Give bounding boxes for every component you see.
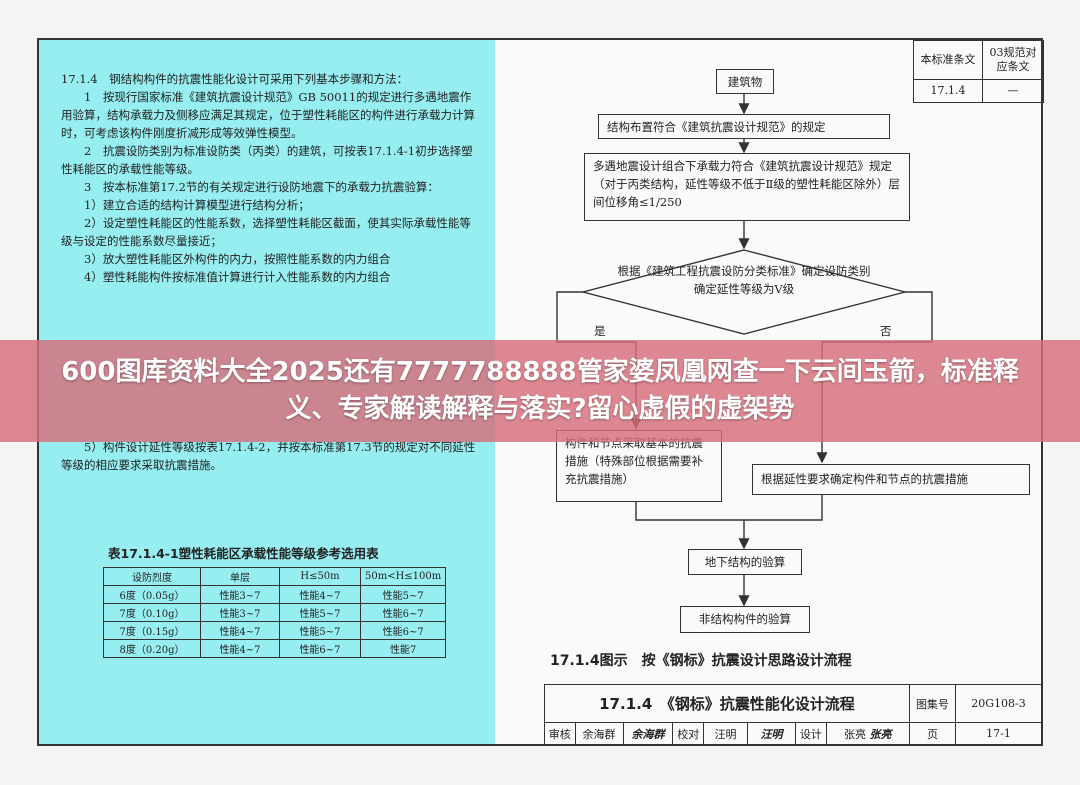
table-row: 8度（0.20g） 性能4~7 性能6~7 性能7 <box>103 639 447 658</box>
designer-name: 张亮 <box>844 727 866 741</box>
decision-text: 根据《建筑工程抗震设防分类标准》确定设防类别确定延性等级为Ⅴ级 <box>617 264 871 296</box>
reviewer-signature: 余海群 <box>622 722 674 745</box>
ref-header-standard: 本标准条文 <box>913 40 983 80</box>
ref-value-old-code: — <box>982 79 1044 103</box>
designer-name-signature: 张亮 张亮 <box>825 722 910 745</box>
flow-box-nonstructural: 非结构构件的验算 <box>680 606 810 633</box>
drawing-title: 17.1.4 《钢标》抗震性能化设计流程 <box>544 684 910 723</box>
clause-heading: 17.1.4 钢结构构件的抗震性能化设计可采用下列基本步骤和方法： <box>61 72 409 86</box>
flow-box-layout: 结构布置符合《建筑抗震设计规范》的规定 <box>598 114 890 139</box>
clause-text: 17.1.4 钢结构构件的抗震性能化设计可采用下列基本步骤和方法： 1 按现行国… <box>61 70 481 286</box>
clause-sub-3: 3）放大塑性耗能区外构件的内力，按照性能系数的内力组合 <box>61 252 391 266</box>
designer-signature: 张亮 <box>869 727 892 741</box>
page-number: 17-1 <box>954 722 1043 745</box>
flow-box-frequent-earthquake: 多遇地震设计组合下承载力符合《建筑抗震设计规范》规定（对于丙类结构，延性等级不低… <box>584 153 910 221</box>
figure-caption: 17.1.4图示 按《钢标》抗震设计思路设计流程 <box>550 653 852 669</box>
arrow-left-underground <box>635 500 750 550</box>
page-label: 页 <box>908 722 956 745</box>
table-row: 7度（0.15g） 性能4~7 性能5~7 性能6~7 <box>103 621 447 640</box>
check-label: 校对 <box>672 722 704 745</box>
table-cell: 性能7 <box>359 639 447 658</box>
clause-sub-1: 1）建立合适的结构计算模型进行结构分析； <box>61 198 310 212</box>
design-label: 设计 <box>795 722 827 745</box>
overlay-banner: 600图库资料大全2025还有7777788888管家婆凤凰网查一下云间玉箭，标… <box>0 340 1080 442</box>
ref-header-old-code: 03规范对应条文 <box>982 40 1044 80</box>
table-cell: 8度（0.20g） <box>103 639 201 658</box>
clause-item-2: 2 抗震设防类别为标准设防类（丙类）的建筑，可按表17.1.4-1初步选择塑性耗… <box>61 144 473 176</box>
decision-diamond <box>580 249 908 335</box>
table-header-row: 设防烈度 单层 H≤50m 50m<H≤100m <box>103 567 447 586</box>
no-label: 否 <box>880 324 892 338</box>
clause-item-1: 1 按现行国家标准《建筑抗震设计规范》GB 50011的规定进行多遇地震作用验算… <box>61 90 475 140</box>
clause-sub-2: 2）设定塑性耗能区的性能系数，选择塑性耗能区截面，使其实际承载性能等级与设定的性… <box>61 216 471 248</box>
review-label: 审核 <box>544 722 576 745</box>
flow-box-basic-measures: 构件和节点采取基本的抗震措施（特殊部位根据需要补充抗震措施） <box>556 430 722 502</box>
checker-name: 汪明 <box>702 722 749 745</box>
table-cell: 性能4~7 <box>200 639 280 658</box>
clause-sub-5: 5）构件设计延性等级按表17.1.4-2，并按本标准第17.3节的规定对不同延性… <box>61 440 476 472</box>
overlay-banner-text: 600图库资料大全2025还有7777788888管家婆凤凰网查一下云间玉箭，标… <box>61 357 1019 424</box>
clause-reference-table: 本标准条文 03规范对应条文 17.1.4 — <box>913 40 1044 103</box>
ref-value-standard: 17.1.4 <box>913 79 983 103</box>
table-row: 7度（0.10g） 性能3~7 性能5~7 性能6~7 <box>103 603 447 622</box>
arrow-right-merge <box>744 494 823 521</box>
flow-box-underground: 地下结构的验算 <box>688 549 802 575</box>
title-block: 17.1.4 《钢标》抗震性能化设计流程 图集号 20G108-3 审核 余海群… <box>544 684 1043 745</box>
table-title: 表17.1.4-1塑性耗能区承载性能等级参考选用表 <box>108 546 379 561</box>
atlas-label: 图集号 <box>908 684 956 723</box>
reviewer-name: 余海群 <box>574 722 624 745</box>
performance-level-table: 设防烈度 单层 H≤50m 50m<H≤100m 6度（0.05g） 性能3~7… <box>103 567 447 658</box>
clause-item-3: 3 按本标准第17.2节的有关规定进行设防地震下的承载力抗震验算： <box>61 180 439 194</box>
flow-box-building: 建筑物 <box>716 69 774 94</box>
clause-sub-4: 4）塑性耗能构件按标准值计算进行计入性能系数的内力组合 <box>61 270 391 284</box>
yes-label: 是 <box>594 324 606 338</box>
atlas-number: 20G108-3 <box>954 684 1043 723</box>
table-row: 6度（0.05g） 性能3~7 性能4~7 性能5~7 <box>103 585 447 604</box>
flow-box-ductility-measures: 根据延性要求确定构件和节点的抗震措施 <box>752 464 1030 495</box>
checker-signature: 汪明 <box>747 722 797 745</box>
